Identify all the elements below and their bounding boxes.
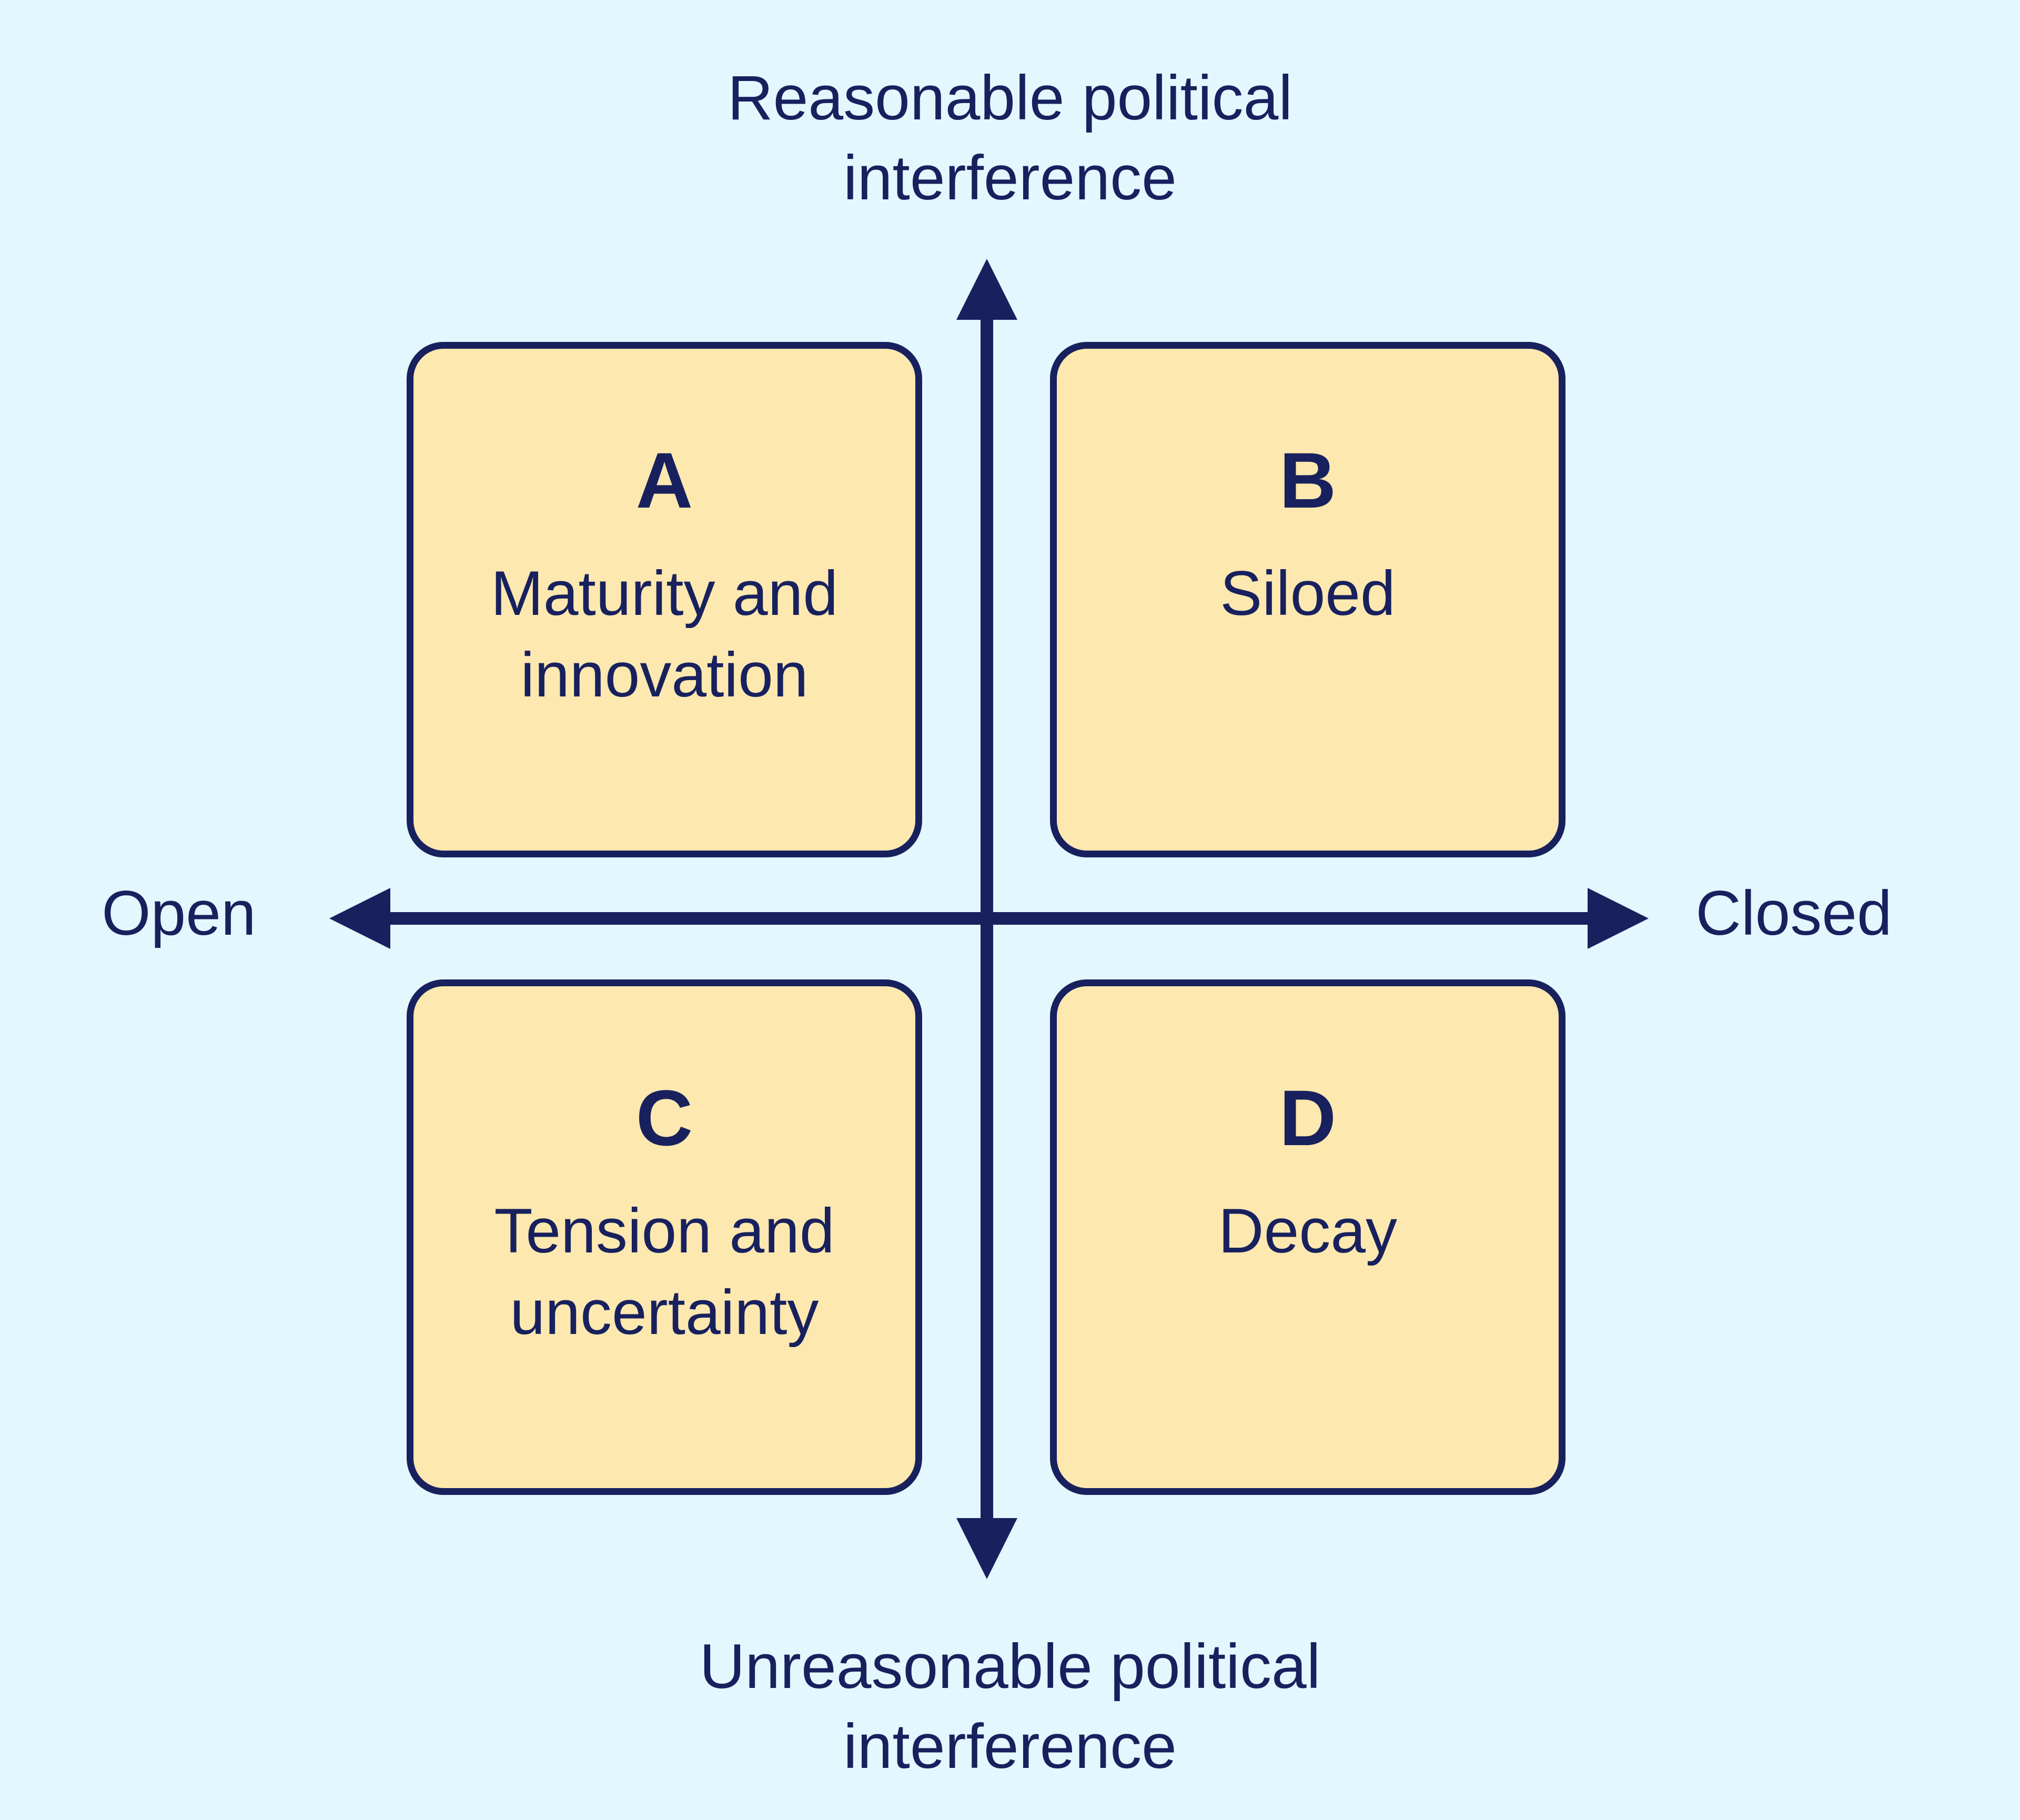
up-arrow-icon: [956, 259, 1017, 320]
quadrant-b: B Siloed: [1050, 342, 1566, 857]
quadrant-a-text-line-1: Maturity and: [490, 558, 839, 629]
quadrant-d-text: Decay: [1057, 1190, 1559, 1272]
axis-label-right: Closed: [1695, 878, 1892, 948]
quadrant-b-letter: B: [1279, 436, 1337, 524]
right-arrow-icon: [1588, 888, 1649, 949]
axis-label-left: Open: [102, 878, 256, 948]
left-arrow-icon: [329, 888, 390, 949]
axis-label-top-line-1: Reasonable political: [727, 63, 1293, 133]
quadrant-b-text: Siloed: [1057, 553, 1559, 634]
quadrant-d-letter: D: [1279, 1074, 1337, 1162]
quadrant-a-letter: A: [635, 436, 693, 524]
quadrant-c-text-line-1: Tension and: [494, 1196, 835, 1266]
quadrant-b-text-line-1: Siloed: [1220, 558, 1396, 629]
axis-label-top-line-2: interference: [843, 143, 1177, 213]
axis-label-bottom-line-2: interference: [843, 1711, 1177, 1782]
quadrant-c-text: Tension and uncertainty: [413, 1190, 915, 1353]
quadrant-c-letter: C: [635, 1074, 693, 1162]
quadrant-c: C Tension and uncertainty: [407, 979, 922, 1495]
quadrant-d-text-line-1: Decay: [1218, 1196, 1398, 1266]
axis-label-bottom-line-1: Unreasonable political: [699, 1631, 1321, 1702]
quadrant-a-text-line-2: innovation: [520, 640, 809, 710]
quadrant-d: D Decay: [1050, 979, 1566, 1495]
quadrant-a-text: Maturity and innovation: [413, 553, 915, 716]
quadrant-a: A Maturity and innovation: [407, 342, 922, 857]
axis-label-bottom: Unreasonable political interference: [568, 1626, 1452, 1786]
down-arrow-icon: [956, 1518, 1017, 1579]
axis-label-top: Reasonable political interference: [568, 58, 1452, 218]
quadrant-c-text-line-2: uncertainty: [510, 1277, 819, 1348]
